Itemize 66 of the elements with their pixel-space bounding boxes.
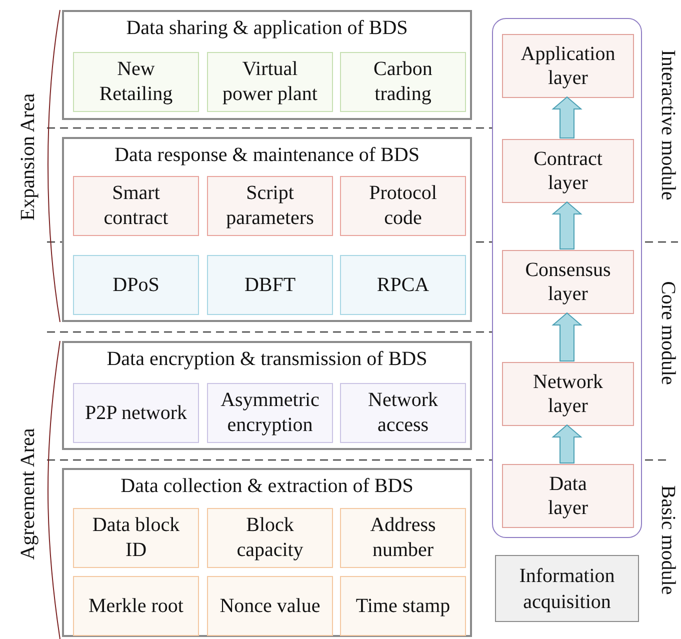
group-heading: Data encryption & transmission of BDS	[106, 347, 428, 372]
box-label: P2P network	[84, 400, 188, 426]
box-label: Merkle root	[88, 594, 184, 618]
item-box	[73, 52, 199, 112]
box-label: Consensus layer	[525, 258, 611, 306]
box-label: Nonce value	[220, 594, 320, 618]
area-label: Expansion Area	[16, 92, 40, 223]
item-box	[207, 576, 333, 636]
item-box	[207, 176, 333, 236]
input-box	[495, 555, 639, 622]
block-arrow	[552, 424, 582, 464]
item-box	[340, 383, 466, 443]
box-label: Data block ID	[91, 513, 181, 563]
box-label: Smart contract	[102, 181, 170, 231]
box-label: Time stamp	[356, 594, 450, 618]
layer-box	[502, 34, 634, 98]
item-box	[340, 508, 466, 568]
module-container	[492, 18, 642, 538]
box-label: Contract layer	[534, 147, 602, 195]
box-label: Protocol code	[368, 181, 438, 231]
item-box	[73, 176, 199, 236]
item-box	[340, 52, 466, 112]
box-label: Data layer	[548, 472, 588, 520]
item-box	[207, 383, 333, 443]
block-arrow	[552, 96, 582, 138]
group-heading: Data response & maintenance of BDS	[114, 143, 420, 168]
area-label: Basic module	[656, 484, 680, 597]
group-panel	[62, 137, 472, 322]
item-box	[73, 383, 199, 443]
box-label: Network access	[367, 388, 439, 438]
layer-box	[502, 139, 634, 203]
item-box	[73, 576, 199, 636]
box-label: Asymmetric encryption	[220, 388, 320, 438]
item-box	[73, 508, 199, 568]
item-box	[340, 176, 466, 236]
area-label: Core module	[656, 280, 680, 387]
group-panel	[62, 468, 472, 637]
item-box	[207, 255, 333, 315]
box-label: RPCA	[376, 272, 430, 298]
box-label: Address number	[369, 513, 437, 563]
box-label: Block capacity	[236, 513, 304, 563]
box-label: New Retailing	[98, 57, 174, 107]
group-panel	[62, 341, 472, 450]
group-panel	[62, 10, 472, 120]
area-label: Agreement Area	[16, 427, 40, 562]
block-arrow	[552, 201, 582, 250]
box-label: Carbon trading	[372, 57, 434, 107]
block-arrow	[552, 312, 582, 362]
item-box	[73, 255, 199, 315]
box-label: DPoS	[112, 272, 160, 298]
item-box	[340, 255, 466, 315]
group-heading: Data sharing & application of BDS	[125, 16, 409, 41]
group-heading: Data collection & extraction of BDS	[120, 474, 414, 499]
box-label: Information acquisition	[518, 564, 616, 614]
layer-box	[502, 250, 634, 314]
box-label: Network layer	[533, 370, 603, 418]
layer-box	[502, 464, 634, 528]
layer-box	[502, 362, 634, 426]
box-label: Virtual power plant	[222, 57, 318, 107]
box-label: Application layer	[520, 42, 616, 90]
item-box	[207, 508, 333, 568]
box-label: DBFT	[244, 272, 296, 298]
box-label: Script parameters	[225, 181, 315, 231]
item-box	[340, 576, 466, 636]
area-label: Interactive module	[656, 48, 680, 202]
item-box	[207, 52, 333, 112]
